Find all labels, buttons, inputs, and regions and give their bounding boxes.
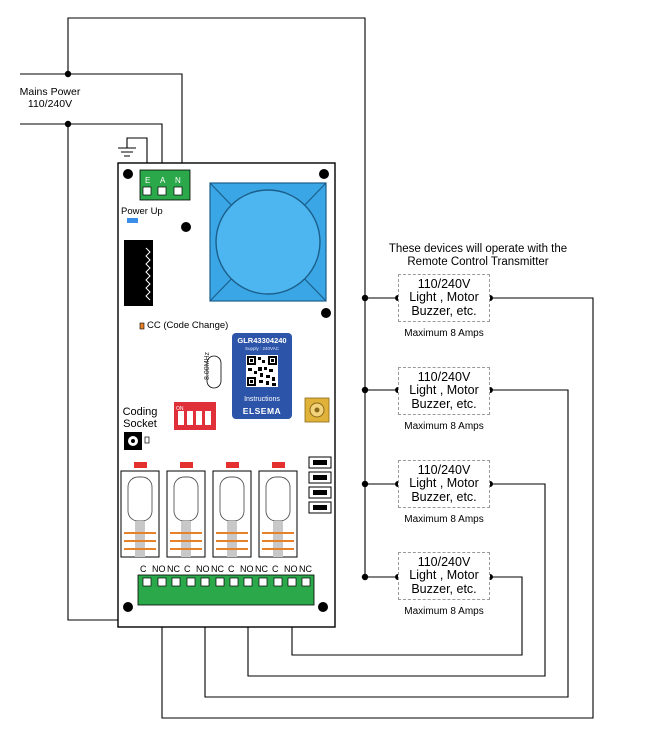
mains-power-line1: Mains Power [19,86,81,98]
devices-header-line2: Remote Control Transmitter [407,256,549,268]
relay-2 [166,462,206,558]
dip-switch-on-label: ON [176,406,184,412]
relay-terminal-block [137,574,315,606]
coding-socket [124,432,150,450]
relay-1 [120,462,160,558]
terminal-nc-3: NC [255,564,268,574]
terminal-label-a: A [160,176,166,185]
device-1-extra: Buzzer, etc. [411,303,477,318]
devices-header: These devices will operate with the Remo… [360,243,596,269]
power-up-label: Power Up [121,206,163,217]
receiver-model: GLR43304240 [237,336,287,345]
device-box-2: 110/240V Light , Motor Buzzer, etc. [398,367,490,415]
device-4-type: Light , Motor [409,568,479,583]
terminal-no-2: NO [196,564,210,574]
mains-power-label: Mains Power 110/240V [12,86,88,110]
mains-line-a [20,73,183,170]
qr-code-icon[interactable] [246,355,278,387]
device-3-extra: Buzzer, etc. [411,489,477,504]
device-1-type: Light , Motor [409,290,479,305]
coding-socket-label: Coding Socket [118,406,162,430]
device-4-extra: Buzzer, etc. [411,581,477,596]
crystal-label: 8.00MHz [204,351,211,380]
power-up-led [127,218,138,223]
terminal-label-n: N [175,176,181,185]
earth-wire [126,137,148,170]
earth-symbol [118,147,136,157]
relay-4 [258,462,298,558]
terminal-no-4: NO [284,564,298,574]
terminal-c-3: C [228,564,235,574]
crystal-oscillator [206,355,222,389]
device-2-voltage: 110/240V [417,369,471,384]
devices-header-line1: These devices will operate with the [388,243,568,255]
brand-label: ELSEMA [242,406,282,416]
terminal-label-e: E [145,176,151,185]
relay1-no-return [161,297,594,719]
transformer [209,182,327,302]
terminal-nc-1: NC [167,564,180,574]
dip-switch [174,402,216,430]
mounting-holes [123,169,331,612]
device-2-rating: Maximum 8 Amps [404,421,484,432]
device-2-type: Light , Motor [409,383,479,398]
device-box-1: 110/240V Light , Motor Buzzer, etc. [398,274,490,322]
code-change-header [124,240,153,330]
terminal-nc-2: NC [211,564,224,574]
terminal-c-2: C [184,564,191,574]
coding-socket-line2: Socket [123,418,157,430]
device-1-voltage: 110/240V [417,276,471,291]
relay-3 [212,462,252,558]
terminal-c-1: C [140,564,147,574]
terminal-c-4: C [272,564,279,574]
mains-power-line2: 110/240V [27,98,73,110]
coding-socket-line1: Coding [122,406,158,418]
cc-label: CC (Code Change) [147,320,229,331]
relay2-no-return [204,389,569,698]
device-2-extra: Buzzer, etc. [411,396,477,411]
instructions-label: Instructions [244,396,280,403]
mains-terminal-block [139,169,191,201]
device-3-type: Light , Motor [409,476,479,491]
relay4-no-return [291,576,523,656]
antenna-connector [304,397,330,423]
device-1-rating: Maximum 8 Amps [404,328,484,339]
device-box-3: 110/240V Light , Motor Buzzer, etc. [398,460,490,508]
device-box-4: 110/240V Light , Motor Buzzer, etc. [398,552,490,600]
device-4-rating: Maximum 8 Amps [404,606,484,617]
device-4-voltage: 110/240V [417,554,471,569]
terminal-nc-4: NC [299,564,312,574]
receiver-supply: Supply : 240VAC [245,346,279,351]
receiver-badge: GLR43304240 Supply : 240VAC Instructions… [232,333,292,419]
relay3-no-return [247,483,546,677]
device-3-rating: Maximum 8 Amps [404,514,484,525]
terminal-no-3: NO [240,564,254,574]
device-3-voltage: 110/240V [417,462,471,477]
terminal-no-1: NO [152,564,166,574]
